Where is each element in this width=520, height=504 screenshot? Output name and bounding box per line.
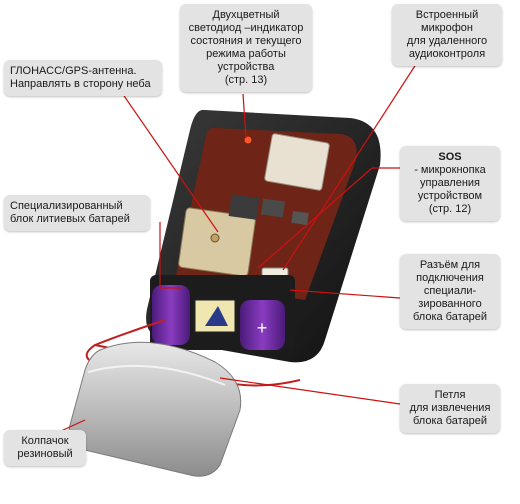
- leader-lines: [49, 57, 421, 437]
- callout-sos-title: SOS: [438, 151, 462, 163]
- battery-cell-left: [152, 285, 190, 345]
- component-chip: [260, 198, 286, 218]
- callout-connector-line: зированного: [418, 298, 482, 310]
- battery-label-logo: [205, 306, 228, 326]
- callout-microphone-line: микрофон: [421, 22, 473, 34]
- battery-plus-sign: +: [257, 318, 268, 338]
- callout-connector: Разъём для подключения специали- зирован…: [400, 254, 500, 329]
- callout-microphone-line: для удаленного: [406, 35, 488, 47]
- callout-led-line: светодиод –индикатор: [188, 22, 304, 34]
- callout-battery-block-line: блок литиевых батарей: [10, 213, 130, 225]
- callout-connector-line: специали-: [423, 285, 477, 297]
- component-chip: [291, 210, 309, 226]
- callout-cap-line: резиновый: [17, 448, 73, 460]
- callout-glonass: ГЛОНАСС/GPS-антенна. Направлять в сторон…: [4, 60, 162, 96]
- leader-line-loop: [219, 377, 401, 405]
- callout-cap-line: Колпачок: [21, 435, 69, 447]
- component-chip: [228, 194, 260, 220]
- callout-glonass-line: Направлять в сторону неба: [10, 78, 151, 90]
- callout-microphone: Встроенный микрофон для удаленного аудио…: [392, 4, 502, 66]
- callout-glonass-line: ГЛОНАСС/GPS-антенна.: [10, 65, 137, 77]
- callout-loop-line: для извлечения: [409, 402, 491, 414]
- gps-antenna-feed: [210, 233, 220, 243]
- rubber-cap: [68, 341, 242, 477]
- leader-line-sos-2: [257, 167, 373, 269]
- callout-loop-line: Петля: [434, 389, 466, 401]
- callout-sos-line: (стр. 12): [428, 203, 472, 215]
- callout-connector-line: блока батарей: [412, 311, 488, 323]
- callout-connector-line: подключения: [416, 272, 484, 284]
- callout-led-line: состояния и текущего: [190, 35, 302, 47]
- callout-sos-line: устройством: [417, 190, 483, 202]
- module-shield: [264, 133, 330, 191]
- rubber-cap-rim: [87, 364, 226, 386]
- callout-loop-line: блока батарей: [412, 415, 488, 427]
- leader-line-led: [242, 93, 247, 139]
- callout-loop: Петля для извлечения блока батарей: [400, 384, 500, 433]
- callout-cap: Колпачок резиновый: [4, 430, 86, 466]
- callout-sos-line: - микрокнопка: [414, 164, 486, 176]
- callout-microphone-line: аудиоконтроля: [408, 48, 486, 60]
- status-led: [243, 135, 253, 145]
- callout-led-line: режима работы: [206, 48, 286, 60]
- callout-battery-block-line: Специализированный: [10, 200, 123, 212]
- callout-led-line: устройства: [217, 61, 275, 73]
- callout-connector-line: Разъём для: [419, 259, 481, 271]
- callout-battery-block: Специализированный блок литиевых батарей: [4, 195, 150, 231]
- callout-led: Двухцветный светодиод –индикатор состоян…: [180, 4, 312, 92]
- callout-led-line: (стр. 13): [224, 74, 268, 86]
- leader-line-connector: [289, 289, 401, 299]
- callout-led-line: Двухцветный: [212, 9, 280, 21]
- callout-sos-line: управления: [420, 177, 480, 189]
- leader-line-glonass: [119, 89, 219, 233]
- callout-sos: SOS - микрокнопка управления устройством…: [400, 146, 500, 221]
- battery-cell-right: [240, 300, 285, 350]
- callout-microphone-line: Встроенный: [415, 9, 479, 21]
- leader-line-microphone: [282, 57, 421, 271]
